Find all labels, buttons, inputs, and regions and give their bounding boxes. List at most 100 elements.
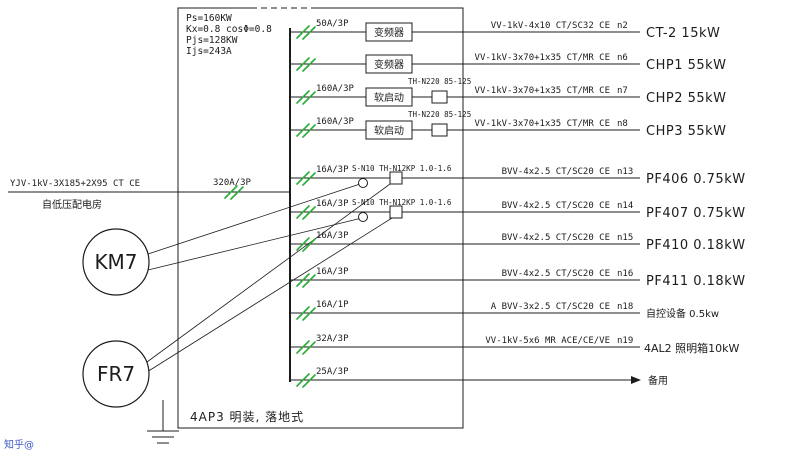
watermark: 知乎@ (4, 438, 34, 451)
thermal-relay-symbol (389, 205, 403, 219)
breaker-rating: 16A/3P (316, 199, 349, 209)
cable-spec: VV-1kV-3x70+1x35 CT/MR CE (475, 86, 610, 96)
spare-label: 备用 (648, 374, 668, 387)
power-info-pjs: Pjs=128KW (186, 35, 238, 46)
breaker-symbol (296, 205, 316, 220)
vfd-label: 变频器 (374, 26, 404, 39)
circuit-number: n14 (617, 201, 633, 211)
power-info-kx: Kx=0.8 cosΦ=0.8 (186, 24, 272, 35)
feeder-row-n19: 32A/3P VV-1kV-5x6 MR ACE/CE/VE n19 4AL2 … (290, 334, 740, 355)
soft-starter-box (365, 87, 413, 107)
thermal-relay-spec: TH-N220 85-125 (408, 77, 471, 86)
breaker-rating: 16A/1P (316, 300, 349, 310)
breaker-symbol (296, 123, 316, 138)
cable-spec: VV-1kV-3x70+1x35 CT/MR CE (475, 53, 610, 63)
incoming-cable-spec: YJV-1kV-3X185+2X95 CT CE (10, 179, 140, 189)
load-label: PF407 0.75kW (646, 206, 746, 221)
circuit-number: n7 (617, 86, 628, 96)
incoming-source-label: 自低压配电房 (42, 198, 102, 211)
circuit-number: n13 (617, 167, 633, 177)
circuit-number: n2 (617, 21, 628, 31)
load-label: 4AL2 照明箱10kW (644, 341, 740, 355)
power-info-ijs: Ijs=243A (186, 46, 232, 57)
thermal-relay-symbol (389, 171, 403, 185)
contactor-symbol (358, 212, 368, 222)
breaker-rating: 16A/3P (316, 267, 349, 277)
thermal-relay-symbol (431, 90, 448, 104)
load-label: CHP3 55kW (646, 124, 727, 139)
power-info-ps: Ps=160KW (186, 13, 232, 24)
cable-spec: VV-1kV-3x70+1x35 CT/MR CE (475, 119, 610, 129)
load-label: 自控设备 0.5kw (646, 307, 719, 320)
circuit-number: n15 (617, 233, 633, 243)
soft-starter-label: 软启动 (374, 91, 404, 104)
load-label: PF411 0.18kW (646, 274, 746, 289)
feeder-row-n2: 50A/3P 变频器 VV-1kV-4x10 CT/SC32 CE n2 CT-… (290, 19, 720, 42)
load-label: CT-2 15kW (646, 26, 720, 41)
cable-spec: VV-1kV-5x6 MR ACE/CE/VE (485, 336, 610, 346)
breaker-symbol (296, 171, 316, 186)
thermal-relay-symbol (431, 123, 448, 137)
thermal-relay-spec: TH-N220 85-125 (408, 110, 471, 119)
feeder-row-n15: 16A/3P BVV-4x2.5 CT/SC20 CE n15 PF410 0.… (290, 231, 745, 253)
cable-spec: BVV-4x2.5 CT/SC20 CE (502, 201, 610, 211)
panel-name-label: 4AP3 明装, 落地式 (190, 410, 304, 424)
breaker-rating: 50A/3P (316, 19, 349, 29)
circuit-number: n6 (617, 53, 628, 63)
breaker-symbol (296, 273, 316, 288)
circuit-number: n18 (617, 302, 633, 312)
vfd-box (365, 22, 413, 42)
breaker-symbol (296, 373, 316, 388)
circuit-number: n16 (617, 269, 633, 279)
ground-symbol (147, 400, 179, 444)
soft-starter-label: 软启动 (374, 124, 404, 137)
breaker-symbol (296, 340, 316, 355)
load-label: CHP1 55kW (646, 58, 727, 73)
feeder-row-n18: 16A/1P A BVV-3x2.5 CT/SC20 CE n18 自控设备 0… (290, 300, 719, 321)
breaker-symbol (296, 57, 316, 72)
leader-line-km-2 (147, 217, 363, 271)
contactor-label: KM7 (94, 250, 137, 274)
feeder-row-n14: 16A/3P S-N10 TH-N12KP 1.0-1.6 BVV-4x2.5 … (290, 198, 746, 222)
leader-line-fr-2 (146, 217, 393, 373)
breaker-symbol (296, 306, 316, 321)
cable-spec: VV-1kV-4x10 CT/SC32 CE (491, 21, 610, 31)
cable-spec: BVV-4x2.5 CT/SC20 CE (502, 167, 610, 177)
load-label: PF406 0.75kW (646, 172, 746, 187)
feeder-row-n6: 变频器 VV-1kV-3x70+1x35 CT/MR CE n6 CHP1 55… (290, 53, 727, 74)
breaker-symbol (296, 90, 316, 105)
cable-spec: A BVV-3x2.5 CT/SC20 CE (491, 302, 610, 312)
contactor-symbol (358, 178, 368, 188)
cable-spec: BVV-4x2.5 CT/SC20 CE (502, 269, 610, 279)
breaker-rating: 160A/3P (316, 117, 355, 127)
thermal-relay-label: FR7 (97, 362, 135, 386)
breaker-symbol (296, 25, 316, 40)
breaker-symbol (224, 185, 244, 200)
starter-spec: S-N10 TH-N12KP 1.0-1.6 (352, 198, 452, 207)
feeder-row-n13: 16A/3P S-N10 TH-N12KP 1.0-1.6 BVV-4x2.5 … (290, 164, 746, 188)
feeder-row-n8: 160A/3P 软启动 TH-N220 85-125 VV-1kV-3x70+1… (290, 110, 727, 140)
breaker-rating: 16A/3P (316, 231, 349, 241)
leader-line-fr-1 (146, 183, 391, 363)
vfd-label: 变频器 (374, 58, 404, 71)
feeder-row-n16: 16A/3P BVV-4x2.5 CT/SC20 CE n16 PF411 0.… (290, 267, 746, 289)
leader-line-km-1 (147, 183, 361, 255)
breaker-rating: 16A/3P (316, 165, 349, 175)
feeder-row-n7: 160A/3P 软启动 TH-N220 85-125 VV-1kV-3x70+1… (290, 77, 727, 107)
arrow-icon (631, 376, 641, 384)
incoming-breaker-rating: 320A/3P (213, 178, 252, 188)
load-label: CHP2 55kW (646, 91, 727, 106)
thermal-relay-circle (82, 340, 150, 408)
feeder-row-spare: 25A/3P 备用 (290, 367, 668, 388)
starter-spec: S-N10 TH-N12KP 1.0-1.6 (352, 164, 452, 173)
incoming-feeder: YJV-1kV-3X185+2X95 CT CE 自低压配电房 320A/3P (8, 178, 290, 211)
panel-outline (177, 7, 464, 429)
breaker-symbol (296, 237, 316, 252)
vfd-box (365, 54, 413, 74)
contactor-circle (82, 228, 150, 296)
soft-starter-box (365, 120, 413, 140)
breaker-rating: 160A/3P (316, 84, 355, 94)
breaker-rating: 25A/3P (316, 367, 349, 377)
